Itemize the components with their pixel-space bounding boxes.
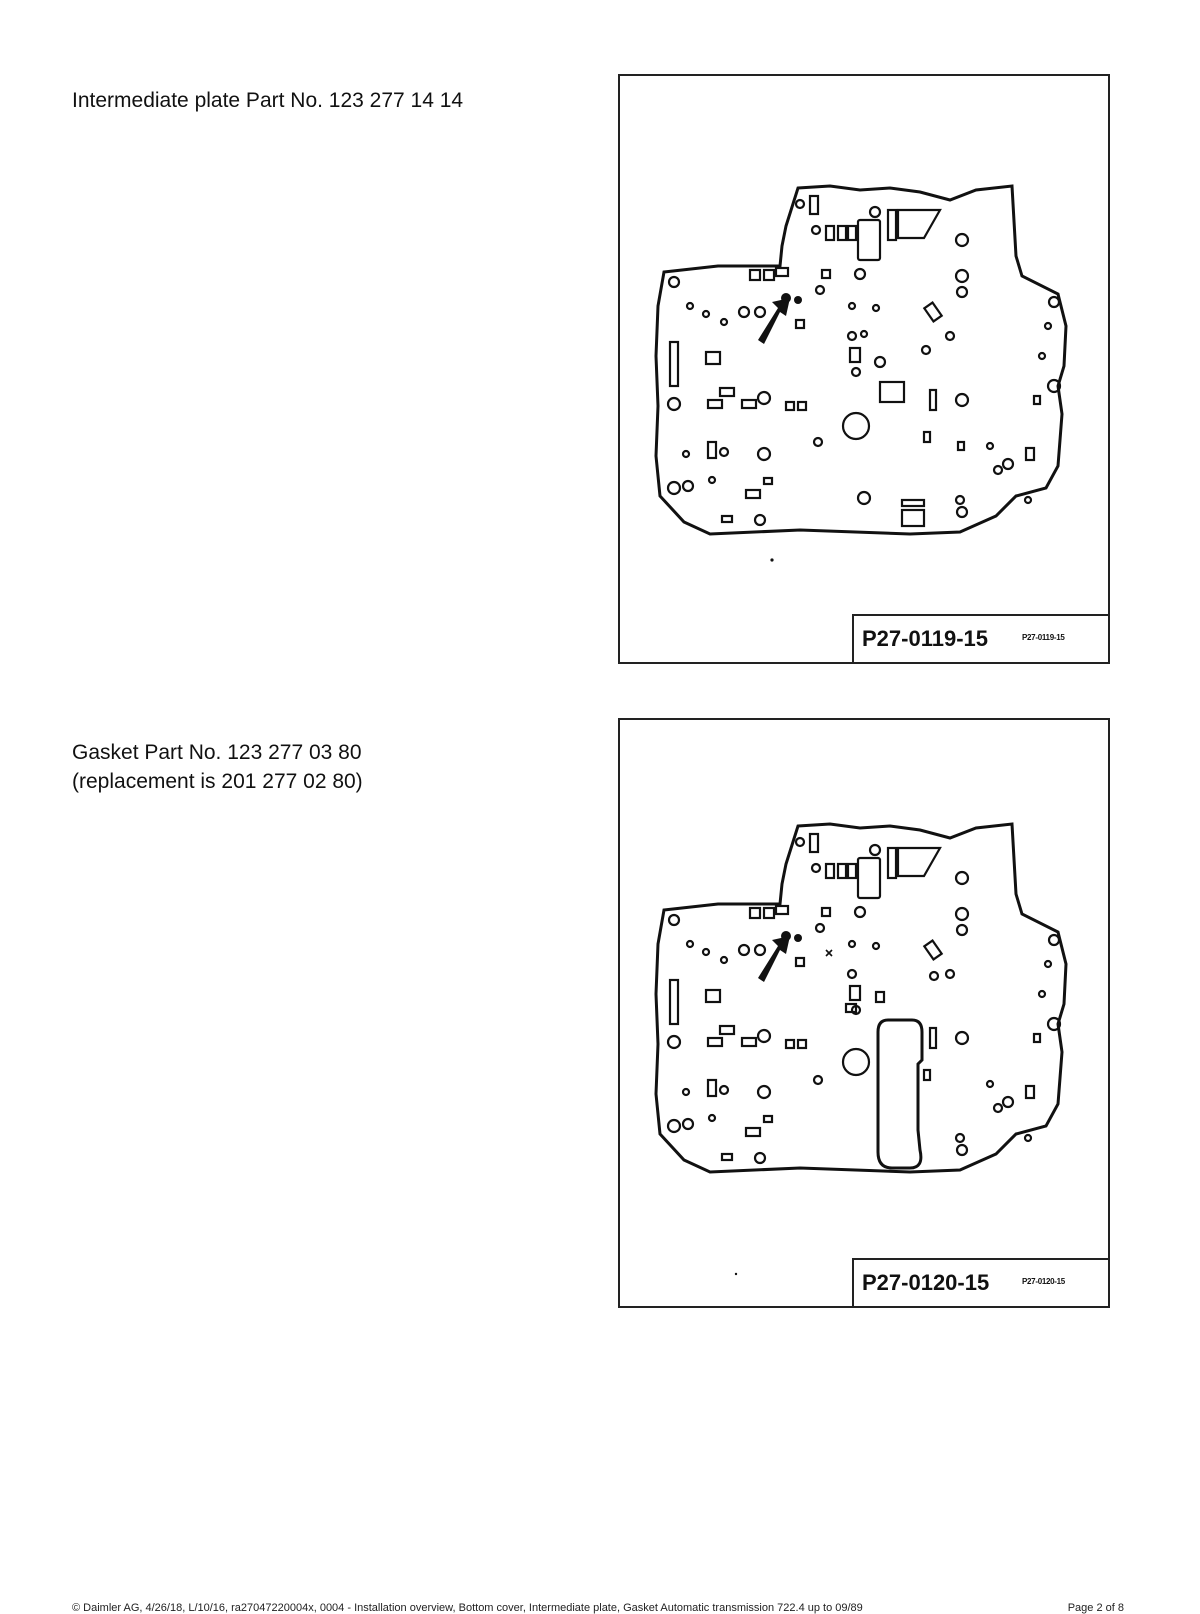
section-1-caption: Intermediate plate Part No. 123 277 14 1… — [72, 86, 463, 115]
intermediate-plate-figure: P27-0119-15 P27-0119-15 — [618, 74, 1110, 664]
section-2-caption: Gasket Part No. 123 277 03 80 (replaceme… — [72, 738, 363, 796]
intermediate-plate-drawing — [654, 184, 1068, 562]
caption-line: Gasket Part No. 123 277 03 80 — [72, 741, 362, 764]
figure-label-box: P27-0120-15 P27-0120-15 — [852, 1258, 1108, 1306]
figure-label-box: P27-0119-15 P27-0119-15 — [852, 614, 1108, 662]
plate-outline — [654, 184, 1068, 536]
figure-small-id: P27-0120-15 — [1022, 1277, 1065, 1286]
gasket-drawing — [654, 822, 1068, 1276]
caption-line: Intermediate plate Part No. 123 277 14 1… — [72, 89, 464, 112]
figure-small-id: P27-0119-15 — [1022, 633, 1065, 642]
gasket-figure: P27-0120-15 P27-0120-15 — [618, 718, 1110, 1308]
gasket-outline — [654, 822, 1068, 1174]
footer-copyright: © Daimler AG, 4/26/18, L/10/16, ra270472… — [72, 1602, 863, 1614]
gasket-cutout — [876, 1018, 924, 1170]
pointer-arrow-icon — [758, 936, 790, 982]
caption-line: (replacement is 201 277 02 80) — [72, 770, 363, 793]
figure-id: P27-0119-15 — [862, 626, 988, 651]
pointer-arrow-icon — [758, 298, 790, 344]
footer-page-number: Page 2 of 8 — [1067, 1602, 1124, 1614]
figure-id: P27-0120-15 — [862, 1270, 990, 1295]
